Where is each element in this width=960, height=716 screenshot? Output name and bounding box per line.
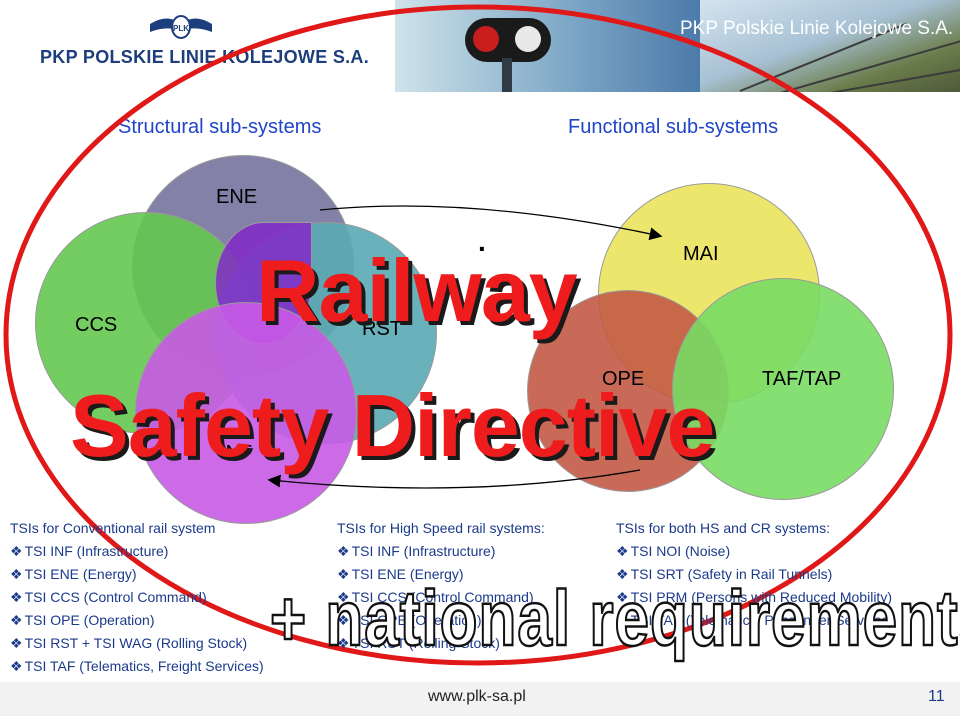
list-item: ❖TSI NOI (Noise) (616, 543, 731, 559)
logo-emblem-text: PLK (173, 24, 189, 33)
rst-label: RST (362, 318, 402, 340)
list-item: ❖TSI OPE (Operation) (10, 612, 155, 628)
diamond-bullet-icon: ❖ (337, 543, 350, 559)
list-item: ❖TSI RST + TSI WAG (Rolling Stock) (10, 635, 248, 651)
diamond-bullet-icon: ❖ (10, 589, 23, 605)
list-item: ❖TSI RST (Rolling Stock) (337, 635, 500, 651)
list-item: ❖TSI SRT (Safety in Rail Tunnels) (616, 566, 833, 582)
high-speed-column: TSIs for High Speed rail systems: ❖TSI I… (337, 520, 545, 655)
inf-label: INF (220, 442, 253, 464)
safety-directive-title: Safety Directive (70, 376, 715, 475)
list-item: ❖TSI PRM (Persons with Reduced Mobility) (616, 589, 892, 605)
list-item: ❖TSI INF (Infrastructure) (337, 543, 496, 559)
functional-heading: Functional sub-systems (568, 116, 779, 138)
diamond-bullet-icon: ❖ (616, 566, 629, 582)
taf-tap-label: TAF/TAP (762, 368, 842, 390)
conventional-column: TSIs for Conventional rail system ❖TSI I… (10, 520, 264, 678)
footer-bar (0, 682, 960, 716)
list-item: ❖TSI ENE (Energy) (10, 566, 137, 582)
diamond-bullet-icon: ❖ (10, 658, 23, 674)
ene-label: ENE (216, 186, 258, 208)
red-ellipse (3, 4, 953, 666)
diamond-bullet-icon: ❖ (616, 589, 629, 605)
ope-label: OPE (602, 368, 645, 390)
list-item: ❖TSI ENE (Energy) (337, 566, 464, 582)
both-systems-title: TSIs for both HS and CR systems: (616, 520, 830, 536)
brand-name: PKP Polskie Linie Kolejowe S.A. (680, 18, 954, 39)
diamond-bullet-icon: ❖ (337, 589, 350, 605)
list-item: ❖TSI INF (Infrastructure) (10, 543, 169, 559)
list-item: ❖TSI OPE (Operation) (337, 612, 482, 628)
conventional-title: TSIs for Conventional rail system (10, 520, 216, 536)
header-banner: PLK PKP POLSKIE LINIE KOLEJOWE S.A. PKP … (0, 0, 960, 92)
company-name: PKP POLSKIE LINIE KOLEJOWE S.A. (40, 47, 370, 67)
taf-tap-circle (672, 278, 894, 500)
arrow-functional-to-structural (267, 469, 641, 489)
signal-pole (502, 58, 512, 92)
list-item: ❖TSI TAP (Telematics, Passenger Services… (616, 612, 894, 628)
railway-signal-icon (465, 18, 551, 62)
mai-label: MAI (683, 243, 719, 265)
diamond-bullet-icon: ❖ (337, 566, 350, 582)
railway-title: Railway (256, 241, 578, 340)
plk-winged-logo-icon: PLK (150, 15, 212, 39)
diamond-bullet-icon: ❖ (616, 612, 629, 628)
rail-track-photo (700, 0, 960, 92)
diamond-bullet-icon: ❖ (10, 635, 23, 651)
diamond-bullet-icon: ❖ (10, 612, 23, 628)
high-speed-title: TSIs for High Speed rail systems: (337, 520, 545, 536)
page-number: 11 (928, 688, 945, 705)
diamond-bullet-icon: ❖ (337, 612, 350, 628)
structural-heading: Structural sub-systems (118, 116, 322, 138)
dot-label: . (478, 226, 486, 257)
arrow-structural-to-functional (319, 205, 663, 241)
diamond-bullet-icon: ❖ (616, 543, 629, 559)
list-item: ❖TSI TAF (Telematics, Freight Services) (10, 658, 264, 674)
diamond-bullet-icon: ❖ (10, 566, 23, 582)
inf-circle (135, 302, 357, 524)
footer-url[interactable]: www.plk-sa.pl (428, 688, 526, 705)
diamond-bullet-icon: ❖ (337, 635, 350, 651)
list-item: ❖TSI CCS (Control Command) (10, 589, 207, 605)
both-systems-column: TSIs for both HS and CR systems: ❖TSI NO… (616, 520, 894, 632)
diamond-bullet-icon: ❖ (10, 543, 23, 559)
list-item: ❖TSI CCS (Control Command) (337, 589, 534, 605)
ccs-label: CCS (75, 314, 118, 336)
national-requirements-title: + national requirements (269, 575, 960, 664)
